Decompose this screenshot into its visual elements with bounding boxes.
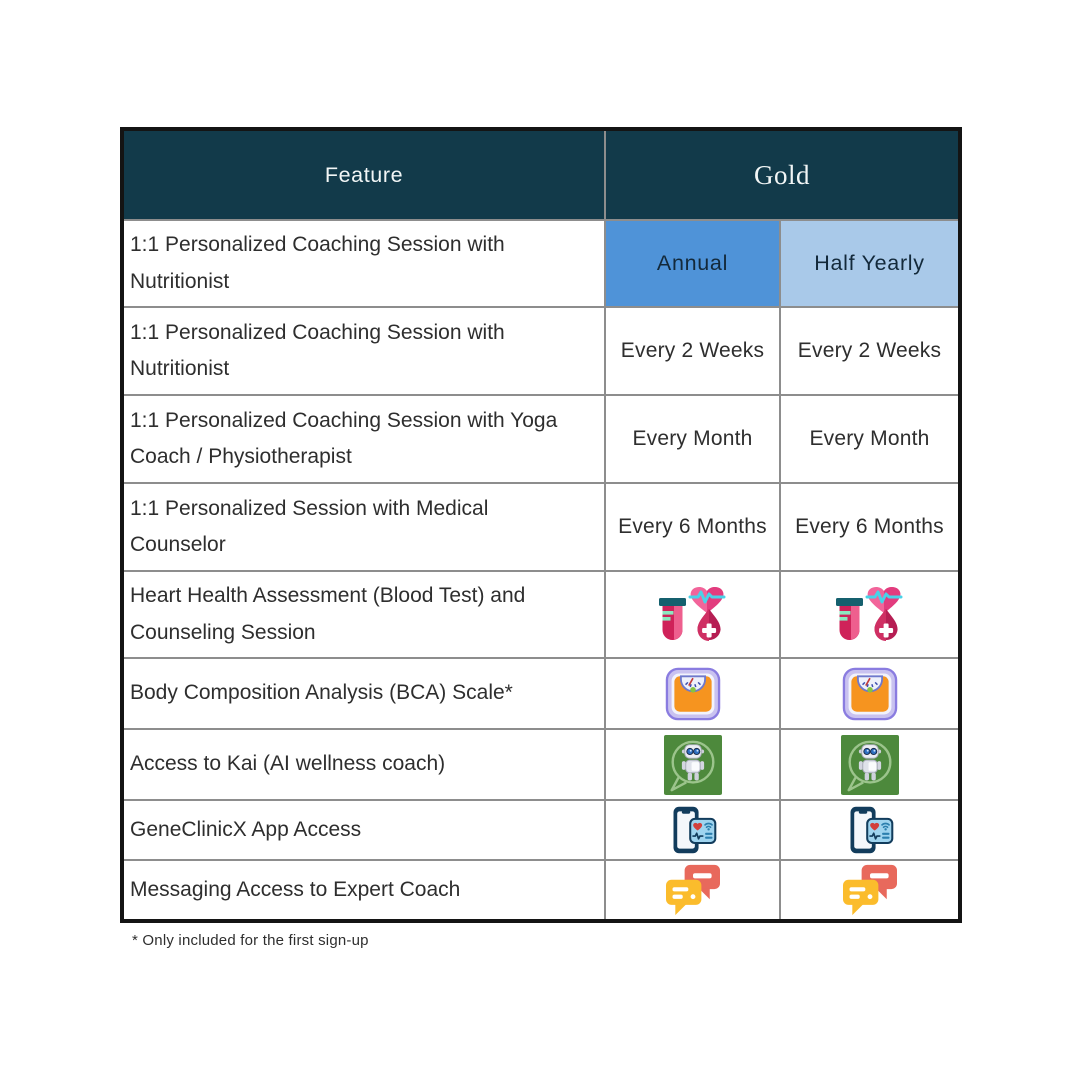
half-yearly-value-cell: [779, 859, 961, 923]
annual-value-cell: Every 2 Weeks: [604, 306, 781, 397]
geneclinicx-app-icon: [665, 804, 721, 856]
kai-robot-icon: [664, 735, 722, 795]
table-header-row: Feature Gold: [121, 128, 961, 221]
plan-variant-row: 1:1 Personalized Coaching Session with N…: [121, 218, 961, 309]
feature-cell: GeneClinicX App Access: [121, 799, 606, 862]
bca-scale-icon: [665, 667, 721, 721]
half-yearly-value-cell: Every 2 Weeks: [779, 306, 961, 397]
half-yearly-value-cell: [779, 570, 961, 660]
heart-health-icon: [657, 584, 729, 646]
geneclinicx-app-icon: [842, 804, 898, 856]
gold-plan-comparison-table: Feature Gold 1:1 Personalized Coaching S…: [120, 127, 962, 924]
annual-value-cell: [604, 799, 781, 862]
table-row: Heart Health Assessment (Blood Test) and…: [121, 570, 961, 660]
half-yearly-value-cell: [779, 657, 961, 731]
table-row: Body Composition Analysis (BCA) Scale*: [121, 657, 961, 731]
feature-cell: 1:1 Personalized Coaching Session with Y…: [121, 394, 606, 485]
half-yearly-value-cell: Every Month: [779, 394, 961, 485]
half-yearly-value-cell: [779, 728, 961, 802]
table-row: Access to Kai (AI wellness coach): [121, 728, 961, 802]
feature-cell: Heart Health Assessment (Blood Test) and…: [121, 570, 606, 660]
heart-health-icon: [834, 584, 906, 646]
feature-cell: 1:1 Personalized Coaching Session with N…: [121, 218, 606, 309]
bca-scale-icon: [842, 667, 898, 721]
gold-plan-header: Gold: [604, 128, 961, 221]
feature-cell: Messaging Access to Expert Coach: [121, 859, 606, 923]
feature-cell: 1:1 Personalized Session with Medical Co…: [121, 482, 606, 573]
table-row: Messaging Access to Expert Coach: [121, 859, 961, 923]
annual-value-cell: [604, 657, 781, 731]
feature-cell: Access to Kai (AI wellness coach): [121, 728, 606, 802]
feature-cell: 1:1 Personalized Coaching Session with N…: [121, 306, 606, 397]
table-row: 1:1 Personalized Coaching Session with Y…: [121, 394, 961, 485]
annual-column-header: Annual: [604, 218, 781, 309]
messaging-chat-icon: [841, 863, 899, 917]
feature-cell: Body Composition Analysis (BCA) Scale*: [121, 657, 606, 731]
half-yearly-value-cell: [779, 799, 961, 862]
table-row: 1:1 Personalized Session with Medical Co…: [121, 482, 961, 573]
table-row: 1:1 Personalized Coaching Session with N…: [121, 306, 961, 397]
kai-robot-icon: [841, 735, 899, 795]
annual-value-cell: Every Month: [604, 394, 781, 485]
annual-value-cell: [604, 728, 781, 802]
half-yearly-column-header: Half Yearly: [779, 218, 961, 309]
annual-value-cell: [604, 570, 781, 660]
plan-feature-table: Feature Gold 1:1 Personalized Coaching S…: [120, 127, 962, 924]
annual-value-cell: [604, 859, 781, 923]
messaging-chat-icon: [664, 863, 722, 917]
feature-column-header: Feature: [121, 128, 606, 221]
footnote: * Only included for the first sign-up: [132, 932, 369, 949]
annual-value-cell: Every 6 Months: [604, 482, 781, 573]
table-row: GeneClinicX App Access: [121, 799, 961, 862]
half-yearly-value-cell: Every 6 Months: [779, 482, 961, 573]
